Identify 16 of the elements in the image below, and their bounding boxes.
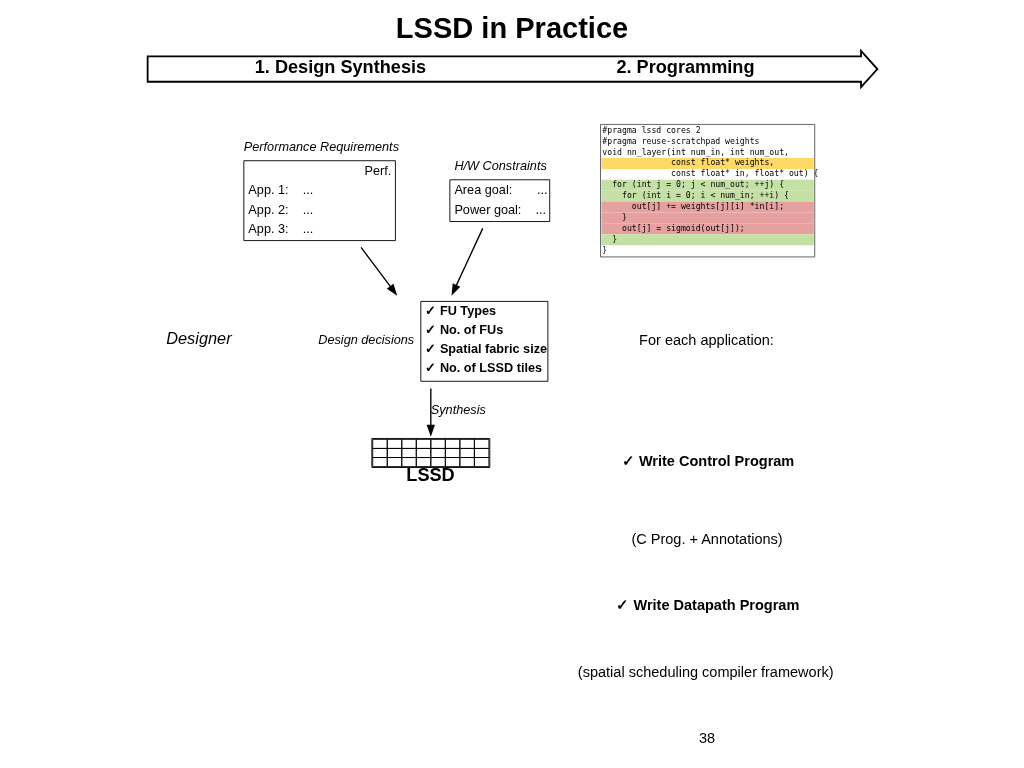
arrow — [426, 387, 435, 437]
diagram-title: LSSD in Practice — [395, 11, 628, 44]
label: (C Prog. + Annotations) — [630, 531, 783, 548]
label: (spatial scheduling compiler framework) — [577, 663, 834, 680]
node-label: LSSD — [405, 465, 455, 486]
label: ✓ Write Datapath Program — [615, 596, 799, 613]
label: ✓ Write Control Program — [621, 452, 794, 469]
label: Designer — [165, 329, 232, 348]
label: For each application: — [638, 331, 774, 348]
edge-label: Synthesis — [430, 403, 486, 418]
node-label: Design decisions — [317, 332, 414, 347]
arrow — [451, 227, 483, 296]
node-label: Performance Requirements — [243, 139, 399, 154]
node-label: H/W Constraints — [453, 158, 547, 173]
label: 38 — [698, 730, 715, 747]
arrow — [359, 246, 397, 296]
